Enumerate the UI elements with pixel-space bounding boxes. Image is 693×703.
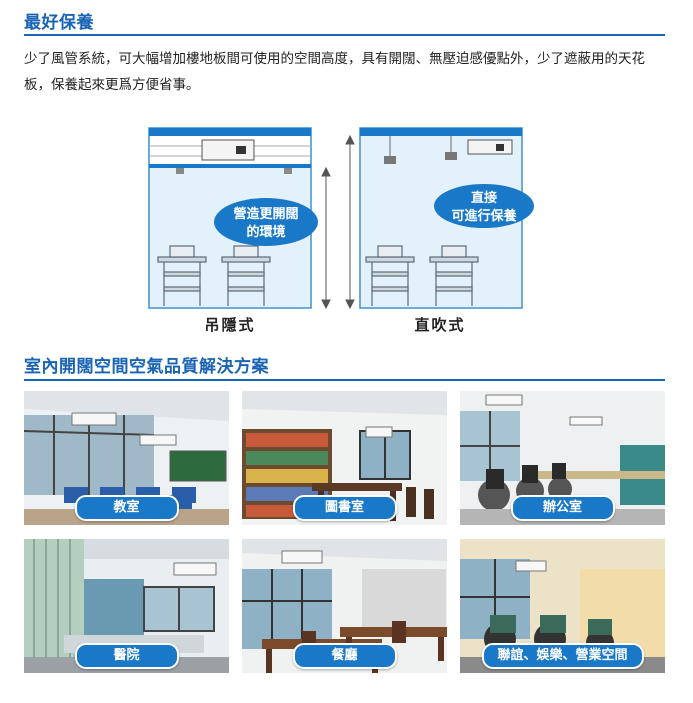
application-gallery: 教室 圖書室 辦公室: [24, 391, 667, 681]
left-bubble-line1: 營造更開闊: [233, 206, 298, 222]
ceiling-comparison-diagram: 營造更開闊 的環境 直接 可進行保養 吊隱式 直吹式: [148, 127, 534, 334]
section-title-maintenance: 最好保養: [24, 13, 94, 33]
tile-label-library: 圖書室: [292, 495, 397, 521]
section-divider-2: [24, 379, 665, 381]
tile-restaurant: 餐廳: [242, 539, 447, 673]
tile-label-classroom: 教室: [74, 495, 179, 521]
tile-label-restaurant: 餐廳: [292, 643, 397, 669]
height-arrows: [321, 134, 355, 310]
library-image: [242, 391, 447, 525]
ceiling-unit-room: 直接 可進行保養: [359, 127, 534, 309]
right-bubble-line1: 直接: [471, 190, 497, 206]
section-divider: [24, 34, 665, 36]
tile-label-hospital: 醫院: [74, 643, 179, 669]
tile-classroom: 教室: [24, 391, 229, 525]
concealed-unit-room: 營造更開闊 的環境: [148, 127, 318, 309]
tile-recreation: 聯誼、娛樂、營業空間: [460, 539, 665, 673]
left-bubble-line2: 的環境: [246, 224, 285, 240]
tile-library: 圖書室: [242, 391, 447, 525]
right-caption: 直吹式: [414, 316, 465, 334]
tile-label-recreation: 聯誼、娛樂、營業空間: [481, 643, 644, 669]
tile-hospital: 醫院: [24, 539, 229, 673]
tile-office: 辦公室: [460, 391, 665, 525]
tile-label-office: 辦公室: [510, 495, 615, 521]
right-bubble-line2: 可進行保養: [451, 208, 516, 224]
left-caption: 吊隱式: [204, 316, 255, 334]
section-title-solutions: 室內開闊空間空氣品質解決方案: [24, 357, 269, 377]
intro-paragraph: 少了風管系統，可大幅增加樓地板間可使用的空間高度，具有開闊、無壓迫感優點外，少了…: [24, 51, 645, 93]
